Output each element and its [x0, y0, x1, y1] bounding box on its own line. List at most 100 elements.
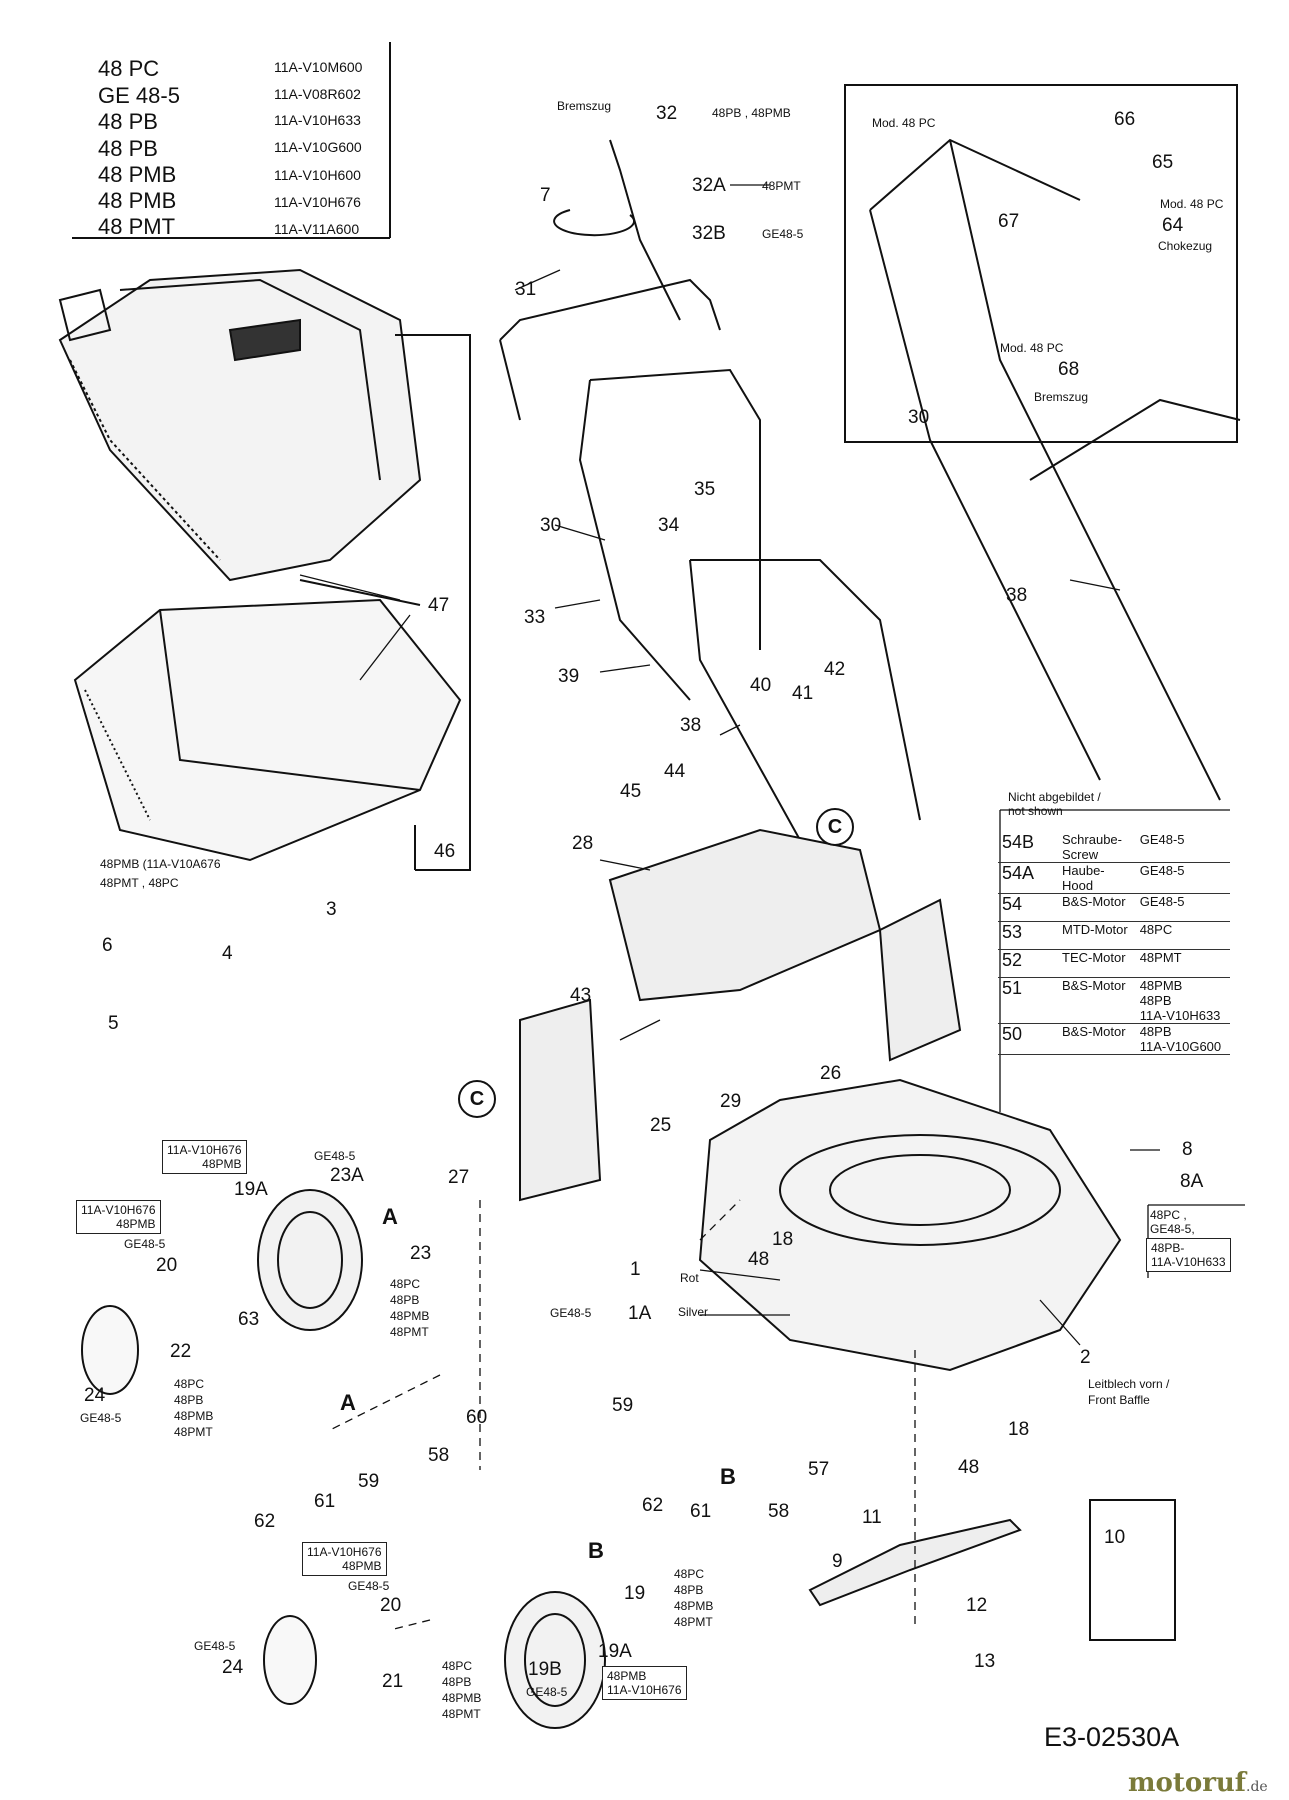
label-chokezug: Chokezug [1158, 239, 1213, 253]
part-number: 42 [824, 659, 846, 680]
part-number: 18 [772, 1229, 794, 1250]
part-number: 19B [528, 1659, 562, 1680]
legend-model: GE48-5 [1139, 863, 1185, 878]
part-number: 21 [382, 1671, 404, 1692]
part-number: 64 [1162, 215, 1184, 236]
legend-model: GE48-5 [1139, 832, 1185, 847]
legend-model: 48PB 11A-V10G600 [1139, 1024, 1222, 1054]
model-note: Mod. 48 PC [1160, 197, 1224, 211]
detail-box [844, 84, 1238, 443]
wheel-top [257, 1189, 363, 1331]
part-number: 32 [656, 103, 678, 124]
part-number: 25 [650, 1115, 672, 1136]
part-number: 61 [314, 1491, 336, 1512]
part-note: 48PB , 48PMB [712, 106, 791, 120]
inset-box-10 [1089, 1499, 1176, 1641]
part-number: 23 [410, 1243, 432, 1264]
part-note: 48PB- 11A-V10H633 [1146, 1238, 1231, 1272]
label-bremszug: Bremszug [557, 99, 612, 113]
callout-a: A [382, 1204, 398, 1229]
part-note: GE48-5 [762, 227, 804, 241]
legend-desc: MTD-Motor [1062, 922, 1128, 937]
legend-model: 48PMB 48PB 11A-V10H633 [1139, 978, 1221, 1023]
legend-n: 50 [1002, 1024, 1023, 1044]
part-number: 35 [694, 479, 716, 500]
part-number: 62 [254, 1511, 276, 1532]
part-number: 63 [238, 1309, 260, 1330]
legend-n: 54B [1002, 832, 1035, 852]
part-number: 18 [1008, 1419, 1030, 1440]
model-name: 48 PMB [98, 162, 177, 187]
part-number: 5 [108, 1013, 119, 1034]
model-name: 48 PB [98, 136, 158, 161]
part-number: 3 [326, 899, 337, 920]
model-code: 11A-V10H633 [274, 112, 361, 128]
part-number: 44 [664, 761, 686, 782]
model-list: 48PC 48PB 48PMB 48PMT [442, 1659, 482, 1721]
rear-cover [608, 828, 882, 1002]
part-number: 6 [102, 935, 113, 956]
part-number: 32A [692, 175, 726, 196]
model-code: 11A-V08R602 [274, 86, 361, 102]
part-number: 26 [820, 1063, 842, 1084]
model-box: 11A-V10H676 48PMB [302, 1542, 387, 1576]
part-number: 10 [1104, 1527, 1126, 1548]
part-note: GE48-5 [314, 1149, 356, 1163]
part-number: 11 [862, 1507, 882, 1528]
grass-bag-top [58, 268, 422, 582]
part-number: 33 [524, 607, 546, 628]
part-number: 31 [515, 279, 537, 300]
part-number: 30 [908, 407, 930, 428]
model-name: 48 PMT [98, 214, 176, 239]
model-name: 48 PB [98, 109, 158, 134]
part-number: 46 [434, 841, 456, 862]
part-number: 66 [1114, 109, 1136, 130]
legend-n: 54A [1002, 863, 1035, 883]
model-code: 11A-V10H600 [274, 167, 361, 183]
model-name: GE 48-5 [98, 83, 180, 108]
legend-model: 48PC [1139, 922, 1173, 937]
part-number: 23A [330, 1165, 364, 1186]
legend-desc: B&S-Motor [1062, 978, 1126, 993]
part-number: 24 [84, 1385, 106, 1406]
model-list: 48PC 48PB 48PMB 48PMT [174, 1377, 214, 1439]
part-number: 28 [572, 833, 594, 854]
model-code: 11A-V10H676 [274, 194, 361, 210]
part-note: GE48-5 [124, 1237, 166, 1251]
part-number: 38 [680, 715, 702, 736]
part-number: 30 [540, 515, 562, 536]
part-number: 48 [748, 1249, 770, 1270]
hub-cap-a [81, 1305, 139, 1395]
part-number: 60 [466, 1407, 488, 1428]
part-note: GE48-5 [526, 1685, 568, 1699]
legend-n: 53 [1002, 922, 1023, 942]
rear-bracket [519, 998, 602, 1202]
label-bremszug: Bremszug [1034, 390, 1089, 404]
model-name: 48 PC [98, 56, 160, 81]
part-number: 34 [658, 515, 680, 536]
model-code: 11A-V10G600 [274, 139, 362, 155]
part-number: 57 [808, 1459, 830, 1480]
part-number: 61 [690, 1501, 712, 1522]
part-number: 4 [222, 943, 233, 964]
legend-desc: TEC-Motor [1062, 950, 1126, 965]
part-number: 2 [1080, 1347, 1091, 1368]
inset-models: 48PMT , 48PC [100, 876, 179, 890]
part-number: 29 [720, 1091, 742, 1112]
not-shown-label: Nicht abgebildet / not shown [1008, 790, 1101, 818]
handle-lower [499, 278, 921, 841]
part-note: GE48-5 [194, 1639, 236, 1653]
callout-c: C [816, 808, 854, 846]
part-number: 32B [692, 223, 726, 244]
part-number: 59 [358, 1471, 380, 1492]
site-logo: motoruf.de [1128, 1768, 1268, 1798]
legend-desc: Haube- Hood [1062, 863, 1105, 893]
legend-row: 53 MTD-Motor 48PC [998, 922, 1230, 950]
model-code: 11A-V11A600 [274, 221, 360, 237]
part-number: 19A [598, 1641, 632, 1662]
model-list: 48PC 48PB 48PMB 48PMT [674, 1567, 714, 1629]
